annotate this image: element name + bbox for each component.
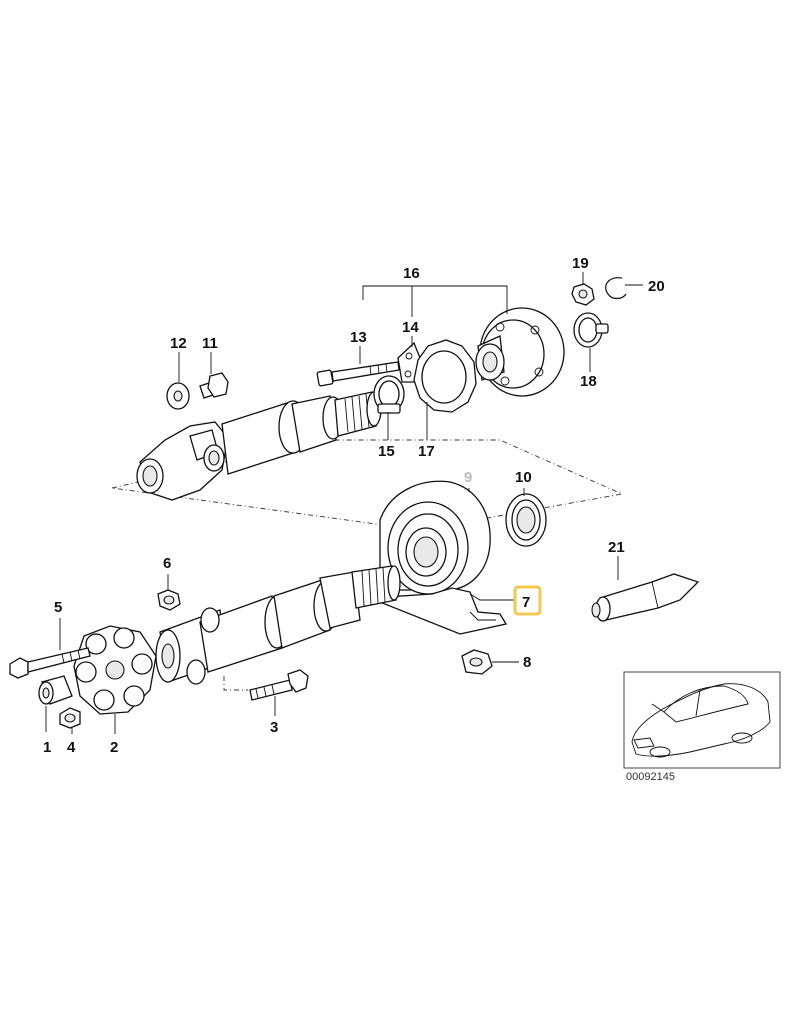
label-part-18[interactable]: 18 bbox=[580, 373, 597, 390]
front-leader-lines bbox=[45, 488, 619, 734]
vehicle-thumbnail bbox=[623, 671, 781, 769]
upper-shaft-tube bbox=[221, 391, 382, 475]
label-part-11[interactable]: 11 bbox=[202, 335, 218, 352]
label-part-9[interactable]: 9 bbox=[464, 469, 472, 486]
reference-number: 00092145 bbox=[626, 771, 675, 783]
label-part-8[interactable]: 8 bbox=[523, 654, 531, 671]
label-part-3[interactable]: 3 bbox=[270, 719, 278, 736]
grease-tube-21 bbox=[591, 573, 700, 622]
flange-16 bbox=[475, 307, 565, 397]
label-part-4[interactable]: 4 bbox=[67, 739, 76, 756]
front-section-marker bbox=[223, 676, 248, 691]
flex-disc-2 bbox=[73, 625, 157, 715]
bolt-5 bbox=[9, 647, 91, 679]
label-part-17[interactable]: 17 bbox=[418, 443, 435, 460]
washer-12 bbox=[166, 382, 190, 410]
upper-leader-lines bbox=[178, 272, 643, 440]
clamp-15 bbox=[373, 375, 405, 414]
bolt-13 bbox=[316, 361, 400, 387]
upper-section-outline bbox=[111, 439, 624, 531]
front-shaft-tube bbox=[155, 565, 401, 685]
bracket-7 bbox=[369, 587, 508, 635]
label-part-2[interactable]: 2 bbox=[110, 739, 118, 756]
bearing-housing-9 bbox=[379, 480, 491, 595]
centre-bearing-group bbox=[369, 480, 547, 675]
universal-joint bbox=[136, 421, 229, 501]
nut-8 bbox=[461, 649, 493, 675]
label-part-14[interactable]: 14 bbox=[402, 319, 419, 336]
label-part-20[interactable]: 20 bbox=[648, 278, 665, 295]
label-part-1[interactable]: 1 bbox=[43, 739, 51, 756]
clamp-ring-18 bbox=[573, 312, 609, 348]
nut-4 bbox=[59, 707, 81, 729]
label-part-7[interactable]: 7 bbox=[522, 594, 530, 611]
ring-17 bbox=[413, 339, 477, 413]
label-part-10[interactable]: 10 bbox=[515, 469, 532, 486]
front-shaft-group bbox=[9, 488, 619, 734]
sleeve-1 bbox=[38, 675, 73, 705]
nut-19 bbox=[571, 283, 595, 306]
label-part-19[interactable]: 19 bbox=[572, 255, 589, 272]
seal-ring-10 bbox=[505, 493, 547, 547]
highlight-box bbox=[513, 585, 542, 616]
circlip-20 bbox=[605, 277, 627, 300]
label-part-5[interactable]: 5 bbox=[54, 599, 62, 616]
label-part-21[interactable]: 21 bbox=[608, 539, 625, 556]
nut-6 bbox=[157, 589, 181, 611]
label-part-12[interactable]: 12 bbox=[170, 335, 187, 352]
label-part-16[interactable]: 16 bbox=[403, 265, 420, 282]
upper-assembly bbox=[111, 272, 643, 531]
bolt-3 bbox=[249, 669, 309, 701]
label-part-13[interactable]: 13 bbox=[350, 329, 367, 346]
label-part-6[interactable]: 6 bbox=[163, 555, 171, 572]
label-part-15[interactable]: 15 bbox=[378, 443, 395, 460]
part-number-labels: 1 2 3 4 5 6 7 8 9 10 11 12 13 14 15 16 1… bbox=[43, 255, 665, 756]
bolt-11 bbox=[199, 372, 229, 399]
